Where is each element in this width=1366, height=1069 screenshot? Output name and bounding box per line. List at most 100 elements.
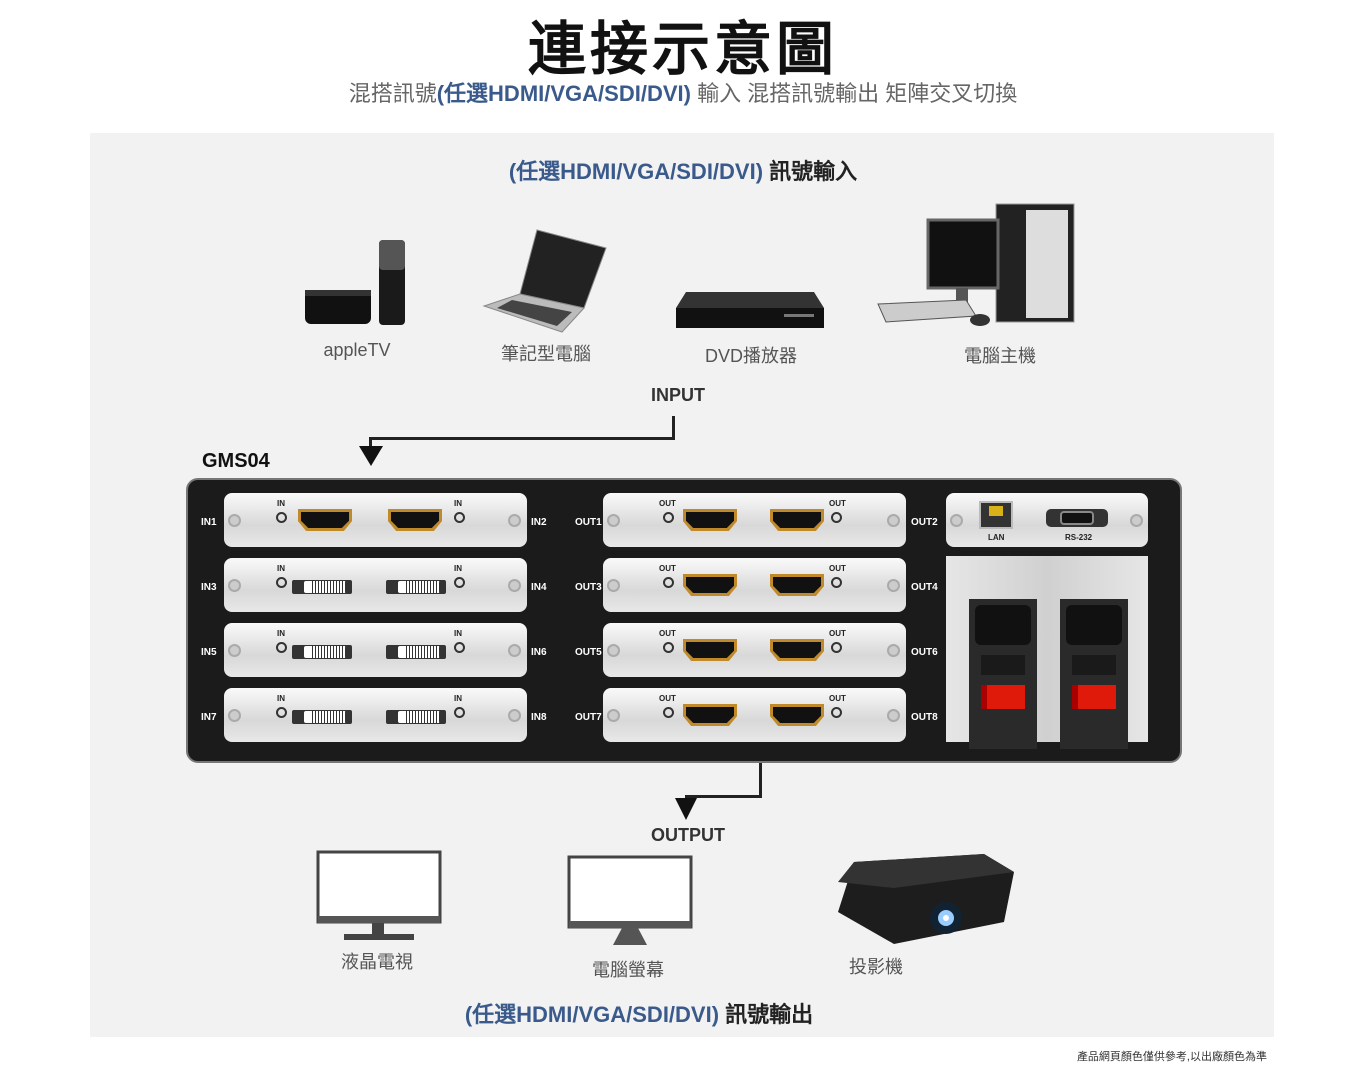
port-type-label: OUT xyxy=(659,629,676,638)
output-connector-line xyxy=(759,763,762,798)
subtitle-highlight: (任選HDMI/VGA/SDI/DVI) xyxy=(436,81,691,106)
screw-icon xyxy=(1130,514,1143,527)
device-label-appletv: appleTV xyxy=(323,340,391,360)
port-type-label: IN xyxy=(454,694,462,703)
dvi-port-in4[interactable] xyxy=(386,580,446,594)
arrow-down-icon xyxy=(359,446,383,466)
control-card: LAN RS-232 xyxy=(946,493,1148,547)
dvd-player-icon xyxy=(676,292,824,328)
hdmi-port-out4[interactable] xyxy=(770,574,824,596)
status-led xyxy=(831,512,842,523)
output-label: OUTPUT xyxy=(651,825,725,845)
port-type-label: IN xyxy=(454,629,462,638)
screw-icon xyxy=(887,709,900,722)
hdmi-port-out6[interactable] xyxy=(770,639,824,661)
dvi-port-in5[interactable] xyxy=(292,645,352,659)
screw-icon xyxy=(887,644,900,657)
footnote: 產品網頁顏色僅供參考,以出廠顏色為準 xyxy=(1076,1051,1267,1063)
port-label-out5: OUT5 xyxy=(575,647,602,658)
status-led xyxy=(276,707,287,718)
port-type-label: IN xyxy=(277,694,285,703)
port-label-in6: IN6 xyxy=(531,647,547,658)
port-label-in1: IN1 xyxy=(201,517,217,528)
screw-icon xyxy=(508,579,521,592)
screw-icon xyxy=(887,579,900,592)
port-type-label: IN xyxy=(454,499,462,508)
port-type-label: OUT xyxy=(829,629,846,638)
screw-icon xyxy=(508,514,521,527)
port-label-out2: OUT2 xyxy=(911,517,938,528)
port-type-label: OUT xyxy=(829,694,846,703)
input-label: INPUT xyxy=(651,385,705,405)
hdmi-port-out5[interactable] xyxy=(683,639,737,661)
status-led xyxy=(276,512,287,523)
hdmi-port-out7[interactable] xyxy=(683,704,737,726)
monitor-icon xyxy=(567,855,693,945)
device-label-projector: 投影機 xyxy=(849,957,903,977)
apple-tv-icon xyxy=(305,240,405,325)
status-led xyxy=(454,512,465,523)
port-label-in8: IN8 xyxy=(531,712,547,723)
hdmi-port-in2[interactable] xyxy=(388,509,442,531)
status-led xyxy=(663,707,674,718)
dvi-port-in6[interactable] xyxy=(386,645,446,659)
port-label-in5: IN5 xyxy=(201,647,217,658)
page-title: 連接示意圖 xyxy=(527,15,838,83)
status-led xyxy=(831,642,842,653)
screw-icon xyxy=(228,579,241,592)
hdmi-port-out8[interactable] xyxy=(770,704,824,726)
hdmi-port-out3[interactable] xyxy=(683,574,737,596)
input-card: IN IN xyxy=(224,558,527,612)
power-switch[interactable] xyxy=(1072,685,1116,709)
lan-port[interactable] xyxy=(979,501,1013,529)
port-label-out8: OUT8 xyxy=(911,712,938,723)
port-label-in7: IN7 xyxy=(201,712,217,723)
port-label-out1: OUT1 xyxy=(575,517,602,528)
input-card: IN IN xyxy=(224,623,527,677)
status-led xyxy=(663,512,674,523)
port-type-label: OUT xyxy=(829,564,846,573)
screw-icon xyxy=(607,514,620,527)
status-led xyxy=(663,577,674,588)
port-label-in2: IN2 xyxy=(531,517,547,528)
port-type-label: OUT xyxy=(829,499,846,508)
hdmi-port-out1[interactable] xyxy=(683,509,737,531)
input-connector-line xyxy=(369,437,372,451)
power-switch[interactable] xyxy=(981,685,1025,709)
port-label-out3: OUT3 xyxy=(575,582,602,593)
hdmi-port-in1[interactable] xyxy=(298,509,352,531)
port-label-out7: OUT7 xyxy=(575,712,602,723)
laptop-icon xyxy=(482,229,607,333)
status-led xyxy=(454,707,465,718)
power-inlet-1 xyxy=(969,599,1037,749)
device-label-dvd: DVD播放器 xyxy=(704,346,797,366)
status-led xyxy=(454,577,465,588)
subtitle-post: 輸入 混搭訊號輸出 矩陣交叉切換 xyxy=(690,81,1018,106)
input-heading: (任選HDMI/VGA/SDI/DVI) 訊號輸入 xyxy=(0,154,1366,186)
port-type-label: IN xyxy=(277,564,285,573)
port-type-label: OUT xyxy=(659,564,676,573)
output-card: OUT OUT xyxy=(603,493,906,547)
port-type-label: IN xyxy=(277,499,285,508)
power-inlet-2 xyxy=(1060,599,1128,749)
port-type-label: IN xyxy=(277,629,285,638)
arrow-down-icon xyxy=(675,798,697,820)
input-connector-line xyxy=(672,416,675,440)
input-card: IN IN xyxy=(224,493,527,547)
model-label: GMS04 xyxy=(202,450,270,472)
rs232-label: RS-232 xyxy=(1065,533,1093,542)
port-type-label: OUT xyxy=(659,499,676,508)
input-connector-line xyxy=(370,437,675,440)
dvi-port-in7[interactable] xyxy=(292,710,352,724)
rs232-port[interactable] xyxy=(1046,509,1108,527)
hdmi-port-out2[interactable] xyxy=(770,509,824,531)
status-led xyxy=(454,642,465,653)
screw-icon xyxy=(887,514,900,527)
dvi-port-in8[interactable] xyxy=(386,710,446,724)
input-heading-text: 訊號輸入 xyxy=(763,159,858,184)
dvi-port-in3[interactable] xyxy=(292,580,352,594)
port-type-label: IN xyxy=(454,564,462,573)
input-card: IN IN xyxy=(224,688,527,742)
subtitle: 混搭訊號(任選HDMI/VGA/SDI/DVI) 輸入 混搭訊號輸出 矩陣交叉切… xyxy=(0,76,1366,108)
